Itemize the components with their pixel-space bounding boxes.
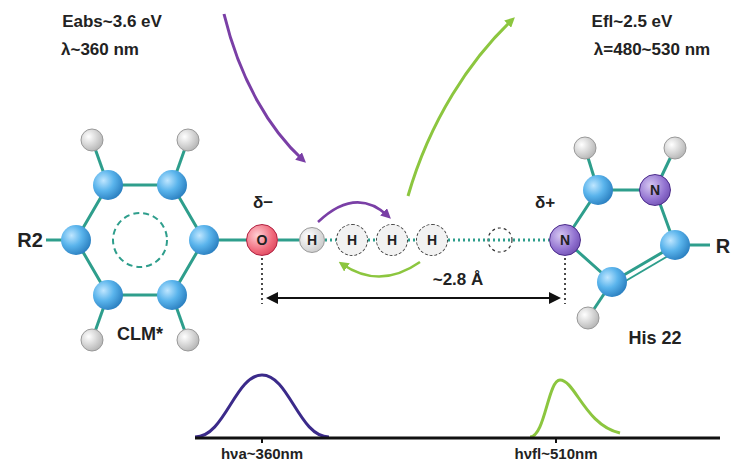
hydrogen-atom: H (299, 227, 325, 253)
absorption-peak-label: hνa~360nm (221, 445, 303, 462)
hydrogen-bond (448, 239, 549, 242)
atom-symbol: H (427, 232, 437, 248)
substituent-label: R2 (17, 229, 43, 252)
covalent-bond (278, 239, 299, 242)
molecule-name: CLM* (117, 324, 163, 345)
distance-label: ~2.8 Å (433, 270, 484, 290)
atom-symbol: H (307, 232, 317, 248)
transferred-hydrogen: H (336, 224, 368, 256)
energy-label: Eabs~3.6 eV (62, 12, 162, 32)
atom-symbol: N (560, 232, 570, 248)
atom-symbol: H (387, 232, 397, 248)
emission-peak-label: hνfl~510nm (515, 445, 598, 462)
atom-symbol: O (257, 232, 268, 248)
transferred-hydrogen: H (416, 224, 448, 256)
atom-symbol: N (650, 182, 660, 198)
wavelength-label: λ=480~530 nm (594, 40, 710, 60)
energy-label: Efl~2.5 eV (592, 12, 673, 32)
wavelength-label: λ~360 nm (61, 40, 139, 60)
residue-name: His 22 (628, 328, 681, 349)
nitrogen-atom: N (639, 174, 671, 206)
hydrogen-bond (368, 239, 376, 242)
substituent-label: R (716, 235, 730, 258)
hydrogen-bond (325, 239, 336, 242)
nitrogen-atom: N (549, 224, 581, 256)
hydrogen-bond (408, 239, 416, 242)
partial-charge: δ− (253, 193, 273, 213)
oxygen-atom: O (246, 224, 278, 256)
partial-charge: δ+ (535, 193, 555, 213)
atom-symbol: H (347, 232, 357, 248)
transferred-hydrogen: H (376, 224, 408, 256)
